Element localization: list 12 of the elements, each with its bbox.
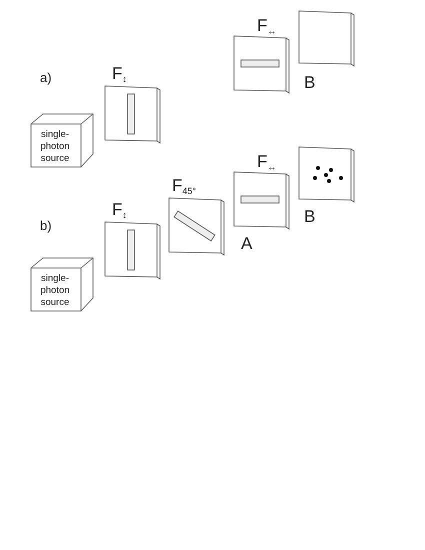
- source-label: single-photon source: [39, 273, 71, 309]
- filter-label: F$_{↕}$: [112, 64, 127, 84]
- filter-label: F$_{45°}$: [172, 176, 196, 196]
- screen-label: B: [304, 207, 316, 227]
- filter-label: F$_{↔}$: [257, 152, 276, 172]
- source-label: single-photon source: [39, 129, 71, 165]
- filter-label: F$_{↕}$: [112, 200, 127, 220]
- panel-label: a): [40, 70, 52, 85]
- filter-tag: A: [241, 234, 252, 254]
- screen-label: B: [304, 73, 316, 93]
- filter-label: F$_{↔}$: [257, 16, 276, 36]
- panel-label: b): [40, 218, 52, 233]
